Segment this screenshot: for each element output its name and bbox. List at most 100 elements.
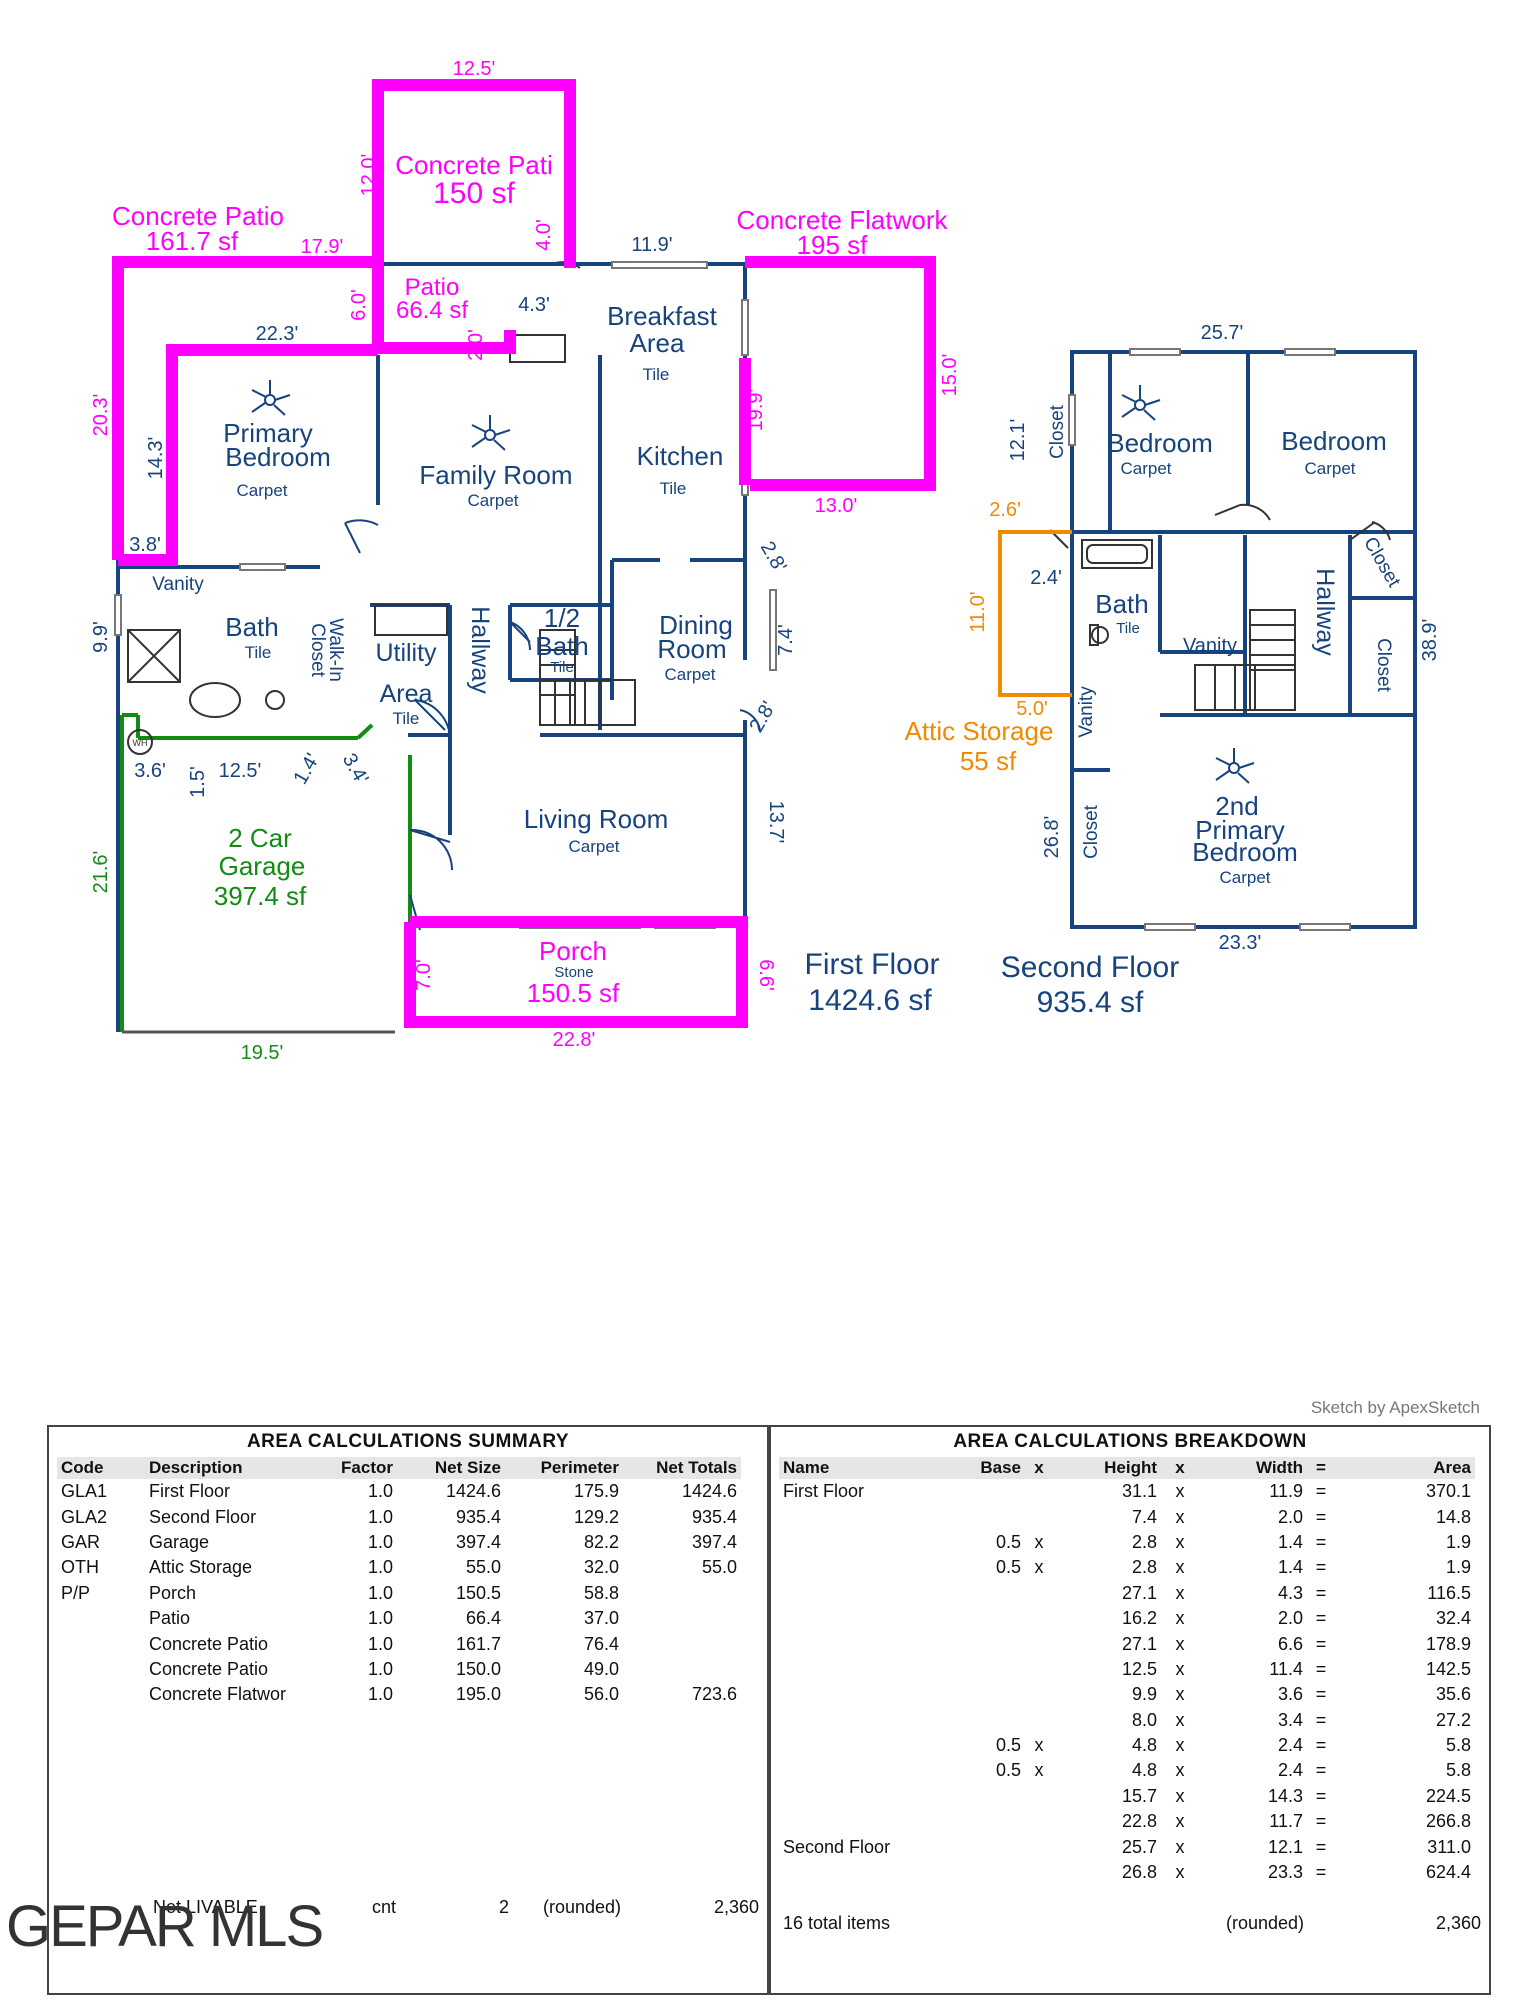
room-primary-bedroom-floor: Carpet: [236, 481, 287, 500]
dim: 15.0': [939, 354, 961, 397]
patio-left-label: Concrete Patio: [112, 201, 284, 231]
room-bath-floor: Tile: [245, 643, 272, 662]
second-floor-area: 935.4 sf: [1037, 986, 1144, 1019]
table-cell: x: [1034, 1531, 1044, 1552]
table-cell: 11.7: [1269, 1811, 1303, 1832]
col-height: Height: [1053, 1457, 1161, 1479]
table-cell: [57, 1631, 145, 1656]
table-cell: Patio: [149, 1608, 191, 1629]
room-breakfast: Breakfast: [607, 301, 718, 331]
table-cell: =: [1315, 1608, 1327, 1629]
table-cell: [57, 1657, 145, 1682]
attic-dimensions: 2.6' 11.0' 5.0': [967, 499, 1048, 720]
table-cell: Attic Storage: [149, 1557, 253, 1578]
table-cell: =: [1315, 1633, 1327, 1654]
table-cell: [967, 1631, 1025, 1656]
table-cell: x: [1175, 1608, 1185, 1629]
table-cell: [57, 1606, 145, 1631]
dim: 19.9': [745, 389, 767, 432]
dim: 12.5': [453, 58, 496, 80]
table-cell: [779, 1631, 967, 1656]
table-cell: 1.0: [367, 1506, 393, 1527]
table-cell: [1025, 1581, 1053, 1606]
table-cell: 56.0: [583, 1684, 619, 1705]
room-living: Living Room: [524, 804, 669, 834]
table-cell: [967, 1860, 1025, 1885]
col-name: Name: [779, 1457, 967, 1479]
table-cell: 76.4: [583, 1633, 619, 1654]
table-cell: 27.1: [1121, 1582, 1157, 1603]
table-cell: 6.6: [1277, 1633, 1303, 1654]
overlay-labels: Concrete Pati 150 sf Concrete Patio 161.…: [90, 58, 961, 1051]
table-cell: 175.9: [573, 1481, 619, 1502]
table-cell: 2.0: [1277, 1506, 1303, 1527]
breakdown-title: AREA CALCULATIONS BREAKDOWN: [953, 1431, 1307, 1452]
table-cell: 66.4: [465, 1608, 501, 1629]
dim: 2.0': [465, 329, 487, 361]
table-cell: x: [1175, 1658, 1185, 1679]
attic-label: Attic Storage: [905, 716, 1054, 746]
table-cell: 1.0: [367, 1481, 393, 1502]
dim: 12.5': [219, 760, 262, 782]
table-cell: 55.0: [465, 1557, 501, 1578]
col-net-totals: Net Totals: [623, 1457, 741, 1479]
room-bath: Bath: [225, 612, 279, 642]
breakdown-footer-items: 16 total items: [783, 1913, 891, 1933]
table-cell: x: [1175, 1785, 1185, 1806]
table-cell: =: [1315, 1709, 1327, 1730]
room-hallway: Hallway: [466, 606, 494, 694]
room-utility-2: Area: [380, 680, 433, 708]
room-closet-3: Closet: [1373, 638, 1394, 693]
table-cell: [779, 1657, 967, 1682]
table-cell: Second Floor: [783, 1836, 891, 1857]
table-cell: x: [1175, 1760, 1185, 1781]
dim: 6.0': [348, 289, 370, 321]
room-vanity-left: Vanity: [1076, 686, 1097, 738]
table-cell: 16.2: [1121, 1608, 1157, 1629]
first-floor-area: 1424.6 sf: [808, 984, 932, 1017]
dim: 12.1': [1007, 419, 1029, 462]
room-vanity: Vanity: [152, 574, 204, 595]
table-cell: 1.4: [1277, 1557, 1303, 1578]
table-cell: =: [1315, 1862, 1327, 1883]
table-cell: [1025, 1834, 1053, 1859]
room-porch-floor: Stone: [554, 964, 593, 981]
table-cell: 723.6: [691, 1684, 737, 1705]
table-cell: 116.5: [1427, 1582, 1471, 1603]
table-cell: 2.4: [1277, 1760, 1303, 1781]
table-cell: Concrete Patio: [149, 1633, 269, 1654]
table-cell: 11.9: [1269, 1481, 1303, 1502]
table-cell: 2.0: [1277, 1608, 1303, 1629]
table-cell: 4.3: [1277, 1582, 1303, 1603]
room-hallway-2f: Hallway: [1311, 568, 1339, 656]
room-bedroom-1: Bedroom: [1107, 428, 1213, 458]
dim: 22.3': [256, 323, 299, 345]
table-cell: [967, 1657, 1025, 1682]
col-net-size: Net Size: [397, 1457, 505, 1479]
table-cell: 11.4: [1269, 1658, 1303, 1679]
room-bedroom-1-floor: Carpet: [1120, 459, 1171, 478]
room-garage-1: 2 Car: [228, 823, 292, 853]
dim: 38.9': [1419, 619, 1441, 662]
room-garage-3: 397.4 sf: [214, 881, 307, 911]
room-half-bath: 1/2: [544, 603, 580, 633]
col-eq: =: [1307, 1457, 1335, 1479]
dim: 13.0': [815, 495, 858, 517]
dim: 7.4': [775, 624, 797, 656]
room-closet-4: Closet: [1081, 804, 1102, 859]
room-2nd-primary-2: Primary: [1195, 815, 1285, 845]
table-cell: 27.1: [1121, 1633, 1157, 1654]
table-cell: [779, 1758, 967, 1783]
table-cell: 26.8: [1121, 1862, 1157, 1883]
table-cell: 49.0: [583, 1658, 619, 1679]
table-cell: =: [1315, 1684, 1327, 1705]
breakdown-footer-total: 2,360: [1435, 1913, 1481, 1933]
